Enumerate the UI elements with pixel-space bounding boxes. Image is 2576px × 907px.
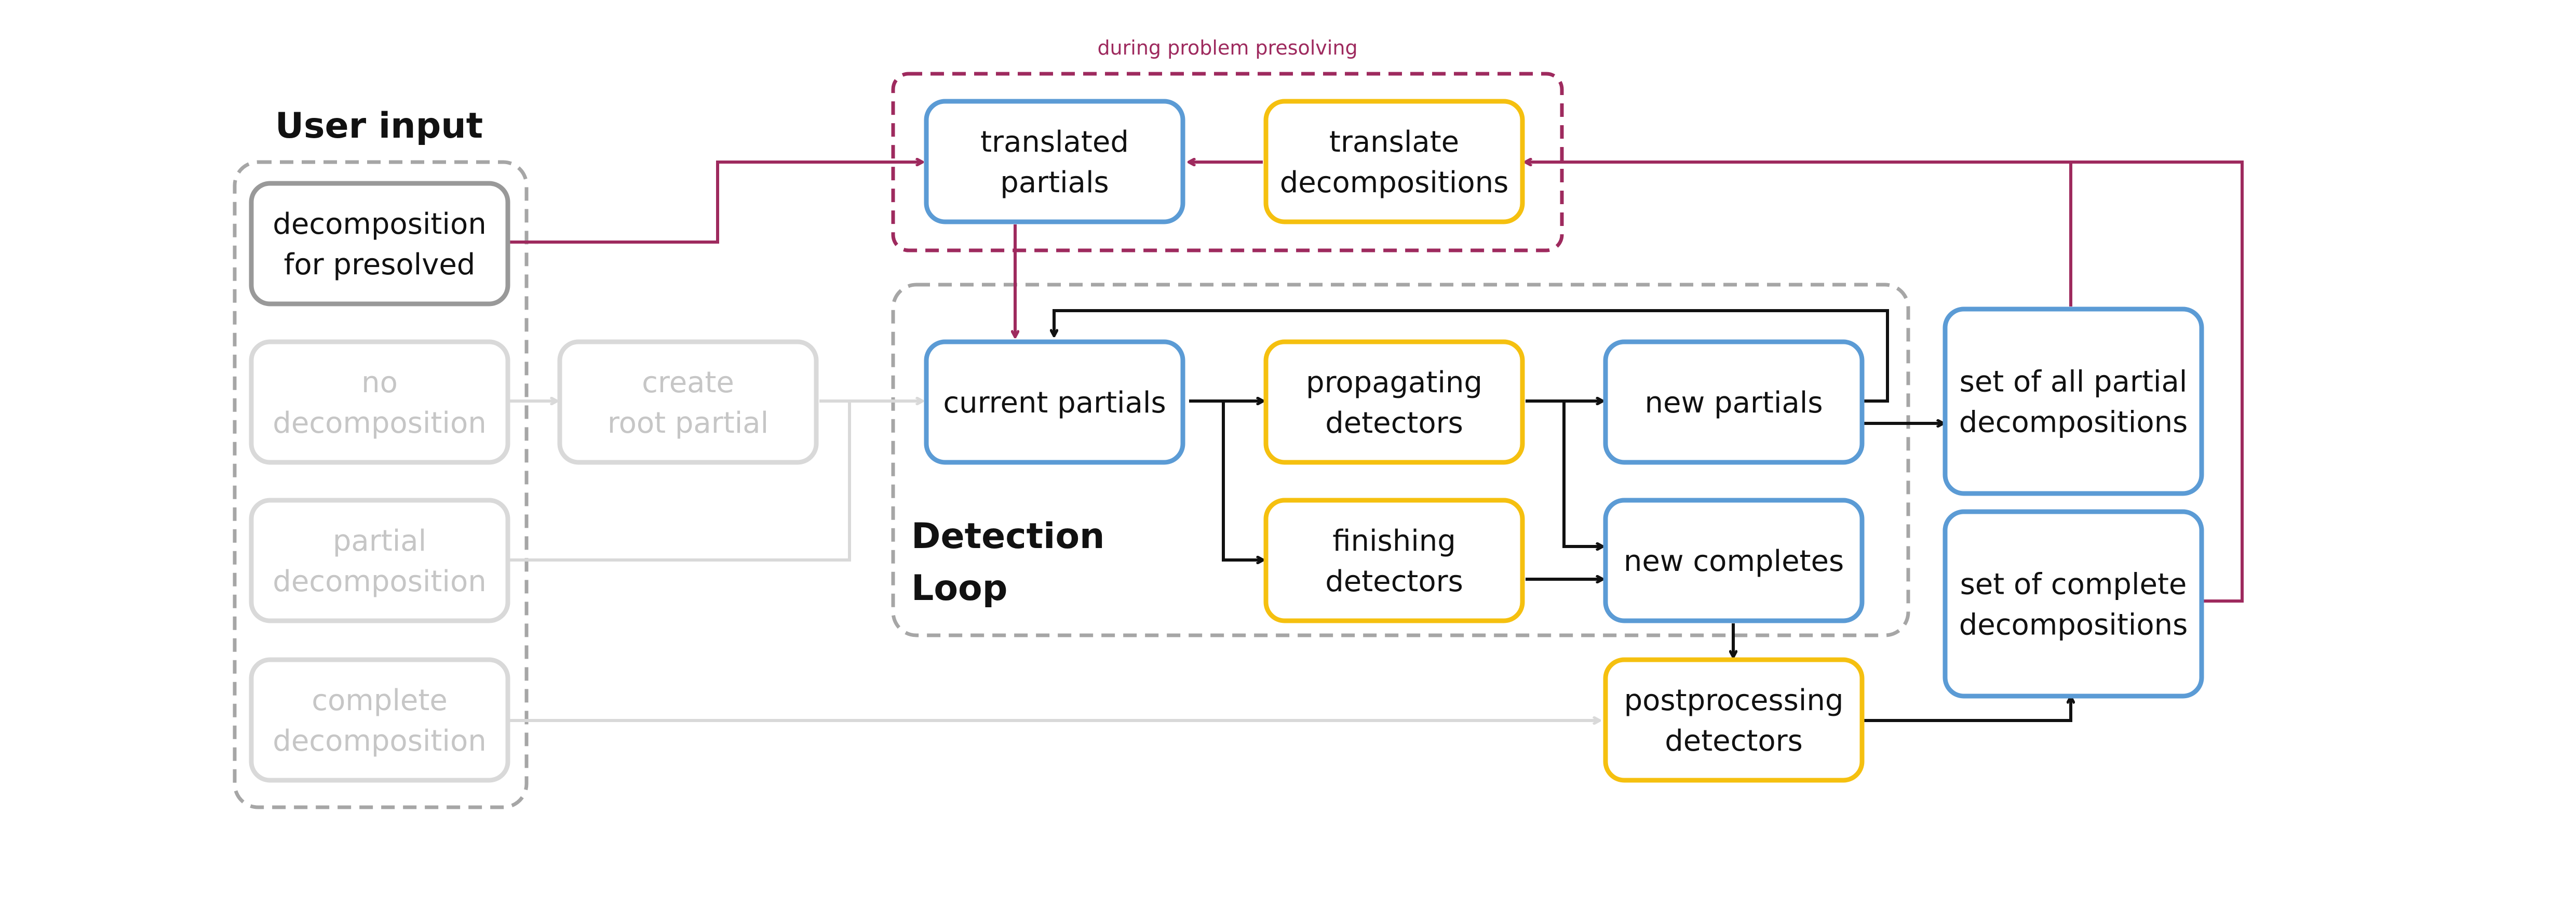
node-translated-partials-label-line-2: partials <box>1000 166 1109 199</box>
edge-presolved-to-translated <box>508 162 922 244</box>
node-new-partials: new partials <box>1603 339 1865 465</box>
node-create-root-partial-box <box>557 339 819 465</box>
node-finishing-detectors-label-line-1: finishing <box>1332 524 1456 558</box>
node-decomposition-for-presolved-label-line-1: decomposition <box>273 207 486 241</box>
edge-postprocessing-to-complete-set <box>1864 697 2071 722</box>
node-finishing-detectors: finishing detectors <box>1263 498 1525 623</box>
node-no-decomposition-box <box>249 339 510 465</box>
node-postprocessing-detectors-label-line-1: postprocessing <box>1624 684 1844 717</box>
node-translated-partials: translated partials <box>924 99 1185 224</box>
node-current-partials: current partials <box>924 339 1185 465</box>
node-set-complete-box <box>1943 509 2204 699</box>
node-translate-decompositions: translate decompositions <box>1263 99 1525 224</box>
node-decomposition-for-presolved-box <box>249 181 510 306</box>
node-translated-partials-box <box>924 99 1185 224</box>
nodes-layer: decomposition for presolved no decompositio… <box>249 99 2204 783</box>
node-translate-decompositions-box <box>1263 99 1525 224</box>
node-complete-decomposition-label-line-1: complete <box>312 684 448 717</box>
user-input-group <box>233 160 529 809</box>
node-set-complete-label-line-1: set of complete <box>1960 568 2187 602</box>
presolving-group <box>891 72 1564 252</box>
node-finishing-detectors-box <box>1263 498 1525 623</box>
node-set-all-partial: set of all partial decompositions <box>1943 306 2204 496</box>
node-complete-decomposition: complete decomposition <box>249 657 510 783</box>
node-complete-decomposition-box <box>249 657 510 783</box>
node-new-partials-box <box>1603 339 1865 465</box>
node-partial-decomposition-label-line-2: decomposition <box>273 565 486 598</box>
node-propagating-detectors-label-line-2: detectors <box>1325 406 1463 440</box>
edge-propagating-to-new-completes <box>1562 401 1602 546</box>
black-edges <box>1054 309 2071 722</box>
node-set-all-partial-label-line-2: decompositions <box>1959 406 2188 439</box>
edge-new-partials-loop-back <box>1054 309 1889 403</box>
node-translated-partials-label-line-1: translated <box>980 125 1129 159</box>
node-propagating-detectors-box <box>1263 339 1525 465</box>
node-new-completes: new completes <box>1603 498 1865 623</box>
node-set-all-partial-label-line-1: set of all partial <box>1960 365 2188 399</box>
faded-edges <box>508 401 1599 721</box>
detection-loop-title-line2: Loop <box>911 568 1007 609</box>
detection-loop-group <box>891 283 1910 637</box>
node-propagating-detectors: propagating detectors <box>1263 339 1525 465</box>
edge-complete-set-to-translate <box>2071 161 2244 603</box>
node-propagating-detectors-label-line-1: propagating <box>1306 366 1482 399</box>
node-create-root-partial-label-line-2: root partial <box>608 406 768 440</box>
user-input-title: User input <box>275 105 483 146</box>
node-new-completes-label-line-1: new completes <box>1624 544 1844 578</box>
node-partial-decomposition: partial decomposition <box>249 498 510 623</box>
node-no-decomposition-label-line-1: no <box>361 366 398 399</box>
node-decomposition-for-presolved: decomposition for presolved <box>249 181 510 306</box>
node-partial-decomposition-box <box>249 498 510 623</box>
detection-loop-title-line1: Detection <box>911 516 1104 557</box>
edge-partial-decomposition-to-current <box>508 401 851 562</box>
node-complete-decomposition-label-line-2: decomposition <box>273 724 486 758</box>
node-set-complete: set of complete decompositions <box>1943 509 2204 699</box>
node-postprocessing-detectors-box <box>1603 657 1865 783</box>
maroon-edges <box>508 161 2244 603</box>
node-no-decomposition-label-line-2: decomposition <box>273 406 486 440</box>
node-translate-decompositions-label-line-2: decompositions <box>1280 166 1509 199</box>
node-current-partials-box <box>924 339 1185 465</box>
node-partial-decomposition-label-line-1: partial <box>333 524 426 558</box>
node-postprocessing-detectors-label-line-2: detectors <box>1665 724 1803 758</box>
node-decomposition-for-presolved-label-line-2: for presolved <box>284 248 476 282</box>
node-finishing-detectors-label-line-2: detectors <box>1325 565 1463 598</box>
node-postprocessing-detectors: postprocessing detectors <box>1603 657 1865 783</box>
node-current-partials-label-line-1: current partials <box>943 386 1166 420</box>
node-no-decomposition: no decomposition <box>249 339 510 465</box>
presolving-caption: during problem presolving <box>1097 36 1357 59</box>
node-new-partials-label-line-1: new partials <box>1645 386 1823 420</box>
node-create-root-partial: create root partial <box>557 339 819 465</box>
node-set-complete-label-line-2: decompositions <box>1959 608 2188 642</box>
edge-current-to-finishing <box>1222 401 1263 560</box>
node-create-root-partial-label-line-1: create <box>642 366 734 399</box>
node-translate-decompositions-label-line-1: translate <box>1329 125 1459 159</box>
node-set-all-partial-box <box>1943 306 2204 496</box>
node-new-completes-box <box>1603 498 1865 623</box>
